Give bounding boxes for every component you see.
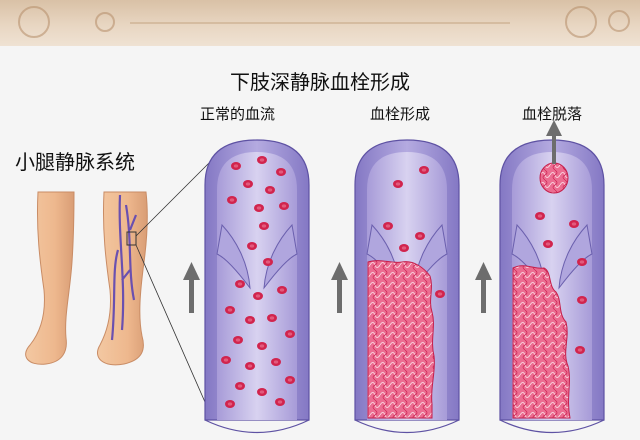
vessel-detach (500, 120, 604, 433)
arrow-up-icon (183, 262, 200, 313)
vessel-formation (355, 140, 459, 433)
arrow-up-icon (331, 262, 348, 313)
legs-illustration (26, 160, 212, 418)
embolus (540, 163, 568, 193)
left-leg (26, 192, 74, 364)
arrow-up-icon (475, 262, 492, 313)
vessel-normal (205, 140, 309, 433)
thrombus (368, 261, 434, 418)
